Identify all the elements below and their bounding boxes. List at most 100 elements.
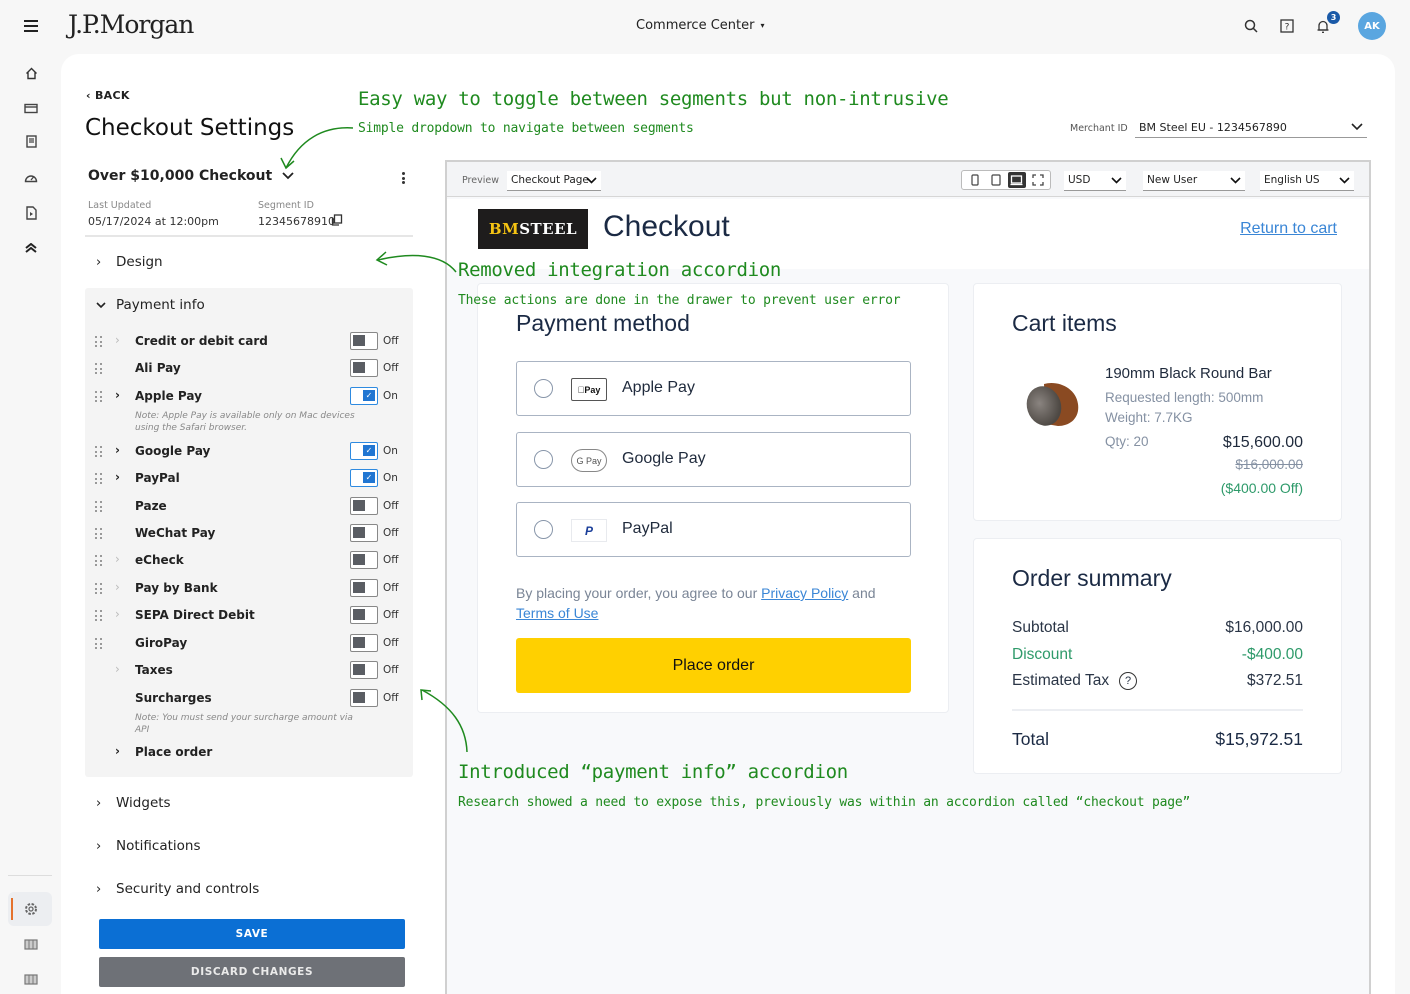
annotation-title: Removed integration accordion	[458, 259, 782, 281]
chevron-right-icon[interactable]: ›	[115, 333, 120, 347]
merchant-id-select[interactable]: BM Steel EU - 1234567890	[1135, 118, 1367, 138]
drag-handle-icon[interactable]	[95, 363, 103, 375]
preview-page-select[interactable]: Checkout Page	[507, 171, 601, 191]
drag-handle-icon[interactable]	[95, 391, 103, 403]
back-link[interactable]: ‹ BACK	[86, 89, 130, 102]
merchant-id-label: Merchant ID	[1070, 123, 1128, 134]
wallet-icon[interactable]	[20, 97, 42, 119]
toggle-switch[interactable]: ✓	[350, 387, 378, 405]
chevron-right-icon[interactable]: ›	[115, 744, 120, 758]
toggle-switch[interactable]	[350, 661, 378, 679]
tax-value: $372.51	[1246, 672, 1303, 690]
menu-icon[interactable]	[24, 20, 38, 32]
user-type-select[interactable]: New User	[1143, 171, 1245, 191]
drag-handle-icon[interactable]	[95, 446, 103, 458]
chevron-right-icon[interactable]: ›	[115, 470, 120, 484]
last-updated-label: Last Updated	[88, 200, 152, 211]
drag-handle-icon[interactable]	[95, 501, 103, 513]
toggle-switch[interactable]	[350, 524, 378, 542]
toggle-switch[interactable]	[350, 579, 378, 597]
dashboard-icon[interactable]	[20, 166, 42, 188]
device-toggle-group	[961, 170, 1051, 190]
app-switcher[interactable]: Commerce Center▾	[636, 18, 764, 33]
payment-option-apple-pay[interactable]: Pay Apple Pay	[516, 361, 911, 416]
mobile-icon[interactable]	[966, 172, 984, 188]
radio-button[interactable]	[534, 450, 553, 469]
payment-option-google-pay[interactable]: G Pay Google Pay	[516, 432, 911, 487]
discard-changes-button[interactable]: DISCARD CHANGES	[99, 957, 405, 987]
payment-row-note: Note: You must send your surcharge amoun…	[135, 713, 353, 735]
toggle-switch[interactable]	[350, 689, 378, 707]
currency-select[interactable]: USD	[1064, 171, 1126, 191]
privacy-policy-link[interactable]: Privacy Policy	[761, 585, 849, 601]
chevron-right-icon: ›	[96, 795, 102, 811]
accordion-notifications[interactable]: › Notifications	[96, 838, 201, 854]
chevron-right-icon[interactable]: ›	[115, 552, 120, 566]
accordion-widgets[interactable]: › Widgets	[96, 795, 171, 811]
receipt-icon[interactable]	[20, 131, 42, 153]
accordion-payment-info[interactable]: Payment info	[96, 297, 205, 313]
toggle-switch[interactable]	[350, 606, 378, 624]
fullscreen-icon[interactable]	[1029, 172, 1047, 188]
accordion-security[interactable]: › Security and controls	[96, 881, 259, 897]
toggle-knob	[353, 554, 365, 565]
total-value: $15,972.51	[1215, 729, 1303, 749]
chevron-right-icon[interactable]: ›	[115, 662, 120, 676]
radio-button[interactable]	[534, 379, 553, 398]
language-select[interactable]: English US	[1260, 171, 1354, 191]
copy-icon[interactable]	[331, 214, 343, 226]
place-order-button[interactable]: Place order	[516, 638, 911, 693]
table-icon-2[interactable]	[20, 968, 42, 990]
return-to-cart-link[interactable]: Return to cart	[1240, 220, 1337, 237]
chevron-right-icon[interactable]: ›	[115, 388, 120, 402]
toggle-switch[interactable]	[350, 634, 378, 652]
drag-handle-icon[interactable]	[95, 583, 103, 595]
search-icon[interactable]	[1242, 17, 1260, 35]
avatar[interactable]: AK	[1358, 12, 1386, 40]
table-icon[interactable]	[20, 933, 42, 955]
drag-handle-icon[interactable]	[95, 638, 103, 650]
brand-logo[interactable]: J.P.Morgan	[68, 10, 194, 39]
chevron-right-icon[interactable]: ›	[115, 580, 120, 594]
more-options-icon[interactable]	[398, 170, 408, 186]
terms-of-use-link[interactable]: Terms of Use	[516, 605, 599, 621]
payment-option-paypal[interactable]: P PayPal	[516, 502, 911, 557]
drag-handle-icon[interactable]	[95, 336, 103, 348]
order-summary-title: Order summary	[1012, 565, 1172, 591]
chevron-right-icon[interactable]: ›	[115, 443, 120, 457]
bell-icon[interactable]: 3	[1314, 11, 1340, 35]
collapse-up-icon[interactable]	[20, 237, 42, 259]
desktop-icon[interactable]	[1007, 172, 1026, 188]
accordion-design[interactable]: › Design	[96, 254, 163, 270]
question-circle-icon[interactable]: ?	[1119, 672, 1138, 690]
toggle-switch[interactable]	[350, 551, 378, 569]
document-play-icon[interactable]	[20, 202, 42, 224]
tablet-icon[interactable]	[987, 172, 1005, 188]
toggle-knob	[353, 637, 365, 648]
settings-icon[interactable]	[20, 898, 42, 920]
payment-row-note: Note: Apple Pay is available only on Mac…	[135, 411, 355, 433]
radio-button[interactable]	[534, 520, 553, 539]
toggle-switch[interactable]	[350, 332, 378, 350]
help-icon[interactable]: ?	[1278, 17, 1296, 35]
toggle-switch[interactable]	[350, 359, 378, 377]
annotation-arrow-icon	[420, 689, 468, 753]
drag-handle-icon[interactable]	[95, 528, 103, 540]
segment-dropdown[interactable]: Over $10,000 Checkout	[88, 168, 294, 184]
drag-handle-icon[interactable]	[95, 473, 103, 485]
drag-handle-icon[interactable]	[95, 555, 103, 567]
annotation-title: Introduced “payment info” accordion	[458, 761, 848, 783]
toggle-switch[interactable]: ✓	[350, 442, 378, 460]
save-button[interactable]: SAVE	[99, 919, 405, 949]
product-price: $15,600.00	[1222, 434, 1303, 451]
drag-handle-icon[interactable]	[95, 610, 103, 622]
toggle-switch[interactable]	[350, 497, 378, 515]
preview-page-value: Checkout Page	[511, 174, 589, 186]
toggle-switch[interactable]: ✓	[350, 469, 378, 487]
chevron-right-icon[interactable]: ›	[115, 607, 120, 621]
home-icon[interactable]	[20, 62, 42, 84]
notification-badge: 3	[1327, 11, 1340, 24]
toggle-state: Off	[383, 335, 399, 347]
